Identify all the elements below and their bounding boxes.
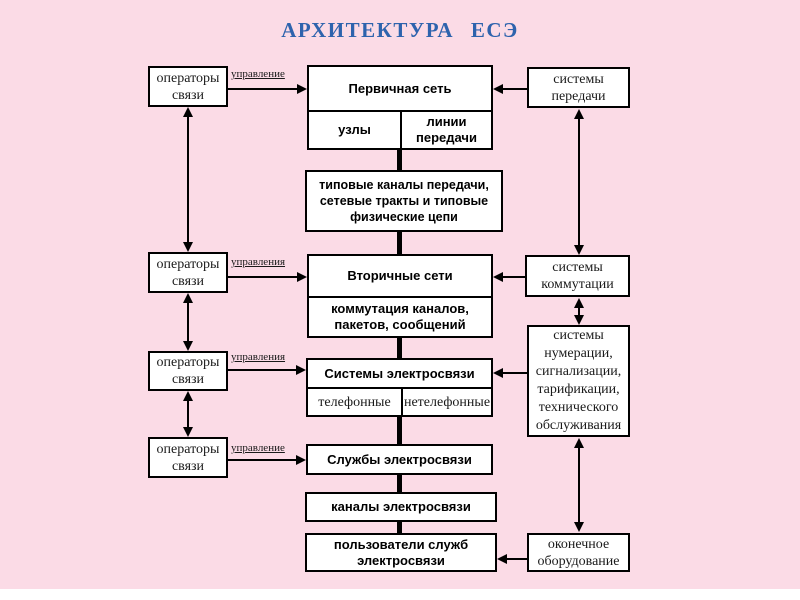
operators-box-4-label: операторы связи [156, 441, 220, 474]
arrow-support-terminal-shaft [578, 445, 580, 525]
arrow-terminal-to-users-head [497, 554, 507, 564]
primary-network-cell-lines: линии передачи [416, 114, 477, 145]
primary-network-cell-nodes: узлы [309, 112, 402, 148]
telecom-systems-cell-nontelephone: нетелефонные [403, 394, 491, 410]
arrow-transmission-switching-shaft [578, 116, 580, 248]
control-label-4: управление [231, 442, 285, 454]
telecom-systems-title: Системы электросвязи [308, 360, 491, 389]
telecom-systems-box: Системы электросвязи телефонные нетелефо… [306, 358, 493, 417]
slide-title: АРХИТЕКТУРА ЕСЭ [281, 18, 519, 42]
switching-systems-box: системы коммутации [525, 255, 630, 297]
primary-network-title: Первичная сеть [309, 67, 491, 112]
connector-services-channels [397, 473, 402, 494]
arrow-switching-support-down-head [574, 315, 584, 325]
connector-primary-typical [397, 148, 402, 172]
operators-box-2-label: операторы связи [156, 256, 220, 289]
secondary-networks-subtitle: коммутация каналов, пакетов, сообщений [331, 301, 469, 332]
arrow-transmission-switching-up-head [574, 109, 584, 119]
telecom-channels-title: каналы электросвязи [331, 499, 471, 514]
operators-box-1-label: операторы связи [156, 70, 220, 103]
typical-channels-box: типовые каналы передачи, сетевые тракты … [305, 170, 503, 232]
arrow-op1-op2-down-head [183, 242, 193, 252]
connector-channels-users [397, 520, 402, 535]
transmission-systems-label: системы передачи [551, 71, 606, 104]
arrow-support-terminal-up-head [574, 438, 584, 448]
arrow-transmission-to-primary-head [493, 84, 503, 94]
arrow-support-terminal-down-head [574, 522, 584, 532]
users-box: пользователи служб электросвязи [305, 533, 497, 572]
terminal-equipment-box: оконечное оборудование [527, 533, 630, 572]
arrow-op2-op3-shaft [187, 300, 189, 344]
arrow-op1-op2-shaft [187, 114, 189, 245]
arrow-op2-op3-up-head [183, 293, 193, 303]
arrow-switching-support-shaft [578, 303, 580, 318]
arrow-op3-op4-up-head [183, 391, 193, 401]
arrow-transmission-switching-down-head [574, 245, 584, 255]
arrow-op1-to-primary-head [297, 84, 307, 94]
arrow-switching-to-secondary-head [493, 272, 503, 282]
arrow-op2-op3-down-head [183, 341, 193, 351]
typical-channels-text: типовые каналы передачи, сетевые тракты … [319, 178, 489, 224]
connector-systems-services [397, 415, 402, 446]
arrow-op2-to-secondary-shaft [228, 276, 299, 278]
telecom-services-title: Службы электросвязи [327, 451, 472, 467]
operators-box-3-label: операторы связи [156, 355, 220, 387]
operators-box-3: операторы связи [148, 351, 228, 391]
primary-network-box: Первичная сеть узлы линии передачи [307, 65, 493, 150]
users-title: пользователи служб электросвязи [333, 536, 469, 568]
secondary-networks-title: Вторичные сети [309, 256, 491, 298]
arrow-support-to-systems-head [493, 368, 503, 378]
arrow-op1-op2-up-head [183, 107, 193, 117]
control-label-3: управления [231, 351, 286, 363]
connector-typical-secondary [397, 230, 402, 256]
arrow-op3-op4-down-head [183, 427, 193, 437]
transmission-systems-box: системы передачи [527, 67, 630, 108]
operators-box-2: операторы связи [148, 252, 228, 293]
arrow-op4-to-services-head [296, 455, 306, 465]
bottom-white-strip [0, 589, 800, 600]
operators-box-1: операторы связи [148, 66, 228, 107]
connector-secondary-systems [397, 336, 402, 360]
arrow-op3-op4-shaft [187, 398, 189, 430]
arrow-op3-to-systems-shaft [228, 369, 298, 371]
control-label-1: управление [231, 68, 285, 80]
secondary-networks-box: Вторичные сети коммутация каналов, пакет… [307, 254, 493, 338]
switching-systems-label: системы коммутации [541, 260, 614, 292]
telecom-channels-box: каналы электросвязи [305, 492, 497, 522]
arrow-terminal-to-users-shaft [506, 558, 527, 560]
terminal-equipment-label: оконечное оборудование [537, 536, 620, 569]
arrow-op3-to-systems-head [296, 365, 306, 375]
arrow-op4-to-services-shaft [228, 459, 298, 461]
control-label-2: управления [231, 256, 286, 268]
arrow-op1-to-primary-shaft [228, 88, 299, 90]
support-systems-label: системы нумерации, сигнализации, тарифик… [535, 328, 622, 433]
support-systems-box: системы нумерации, сигнализации, тарифик… [527, 325, 630, 437]
arrow-transmission-to-primary-shaft [502, 88, 527, 90]
arrow-op2-to-secondary-head [297, 272, 307, 282]
telecom-services-box: Службы электросвязи [306, 444, 493, 475]
telecom-systems-cell-telephone: телефонные [308, 389, 403, 415]
arrow-switching-to-secondary-shaft [502, 276, 525, 278]
arrow-support-to-systems-shaft [502, 372, 527, 374]
operators-box-4: операторы связи [148, 437, 228, 478]
